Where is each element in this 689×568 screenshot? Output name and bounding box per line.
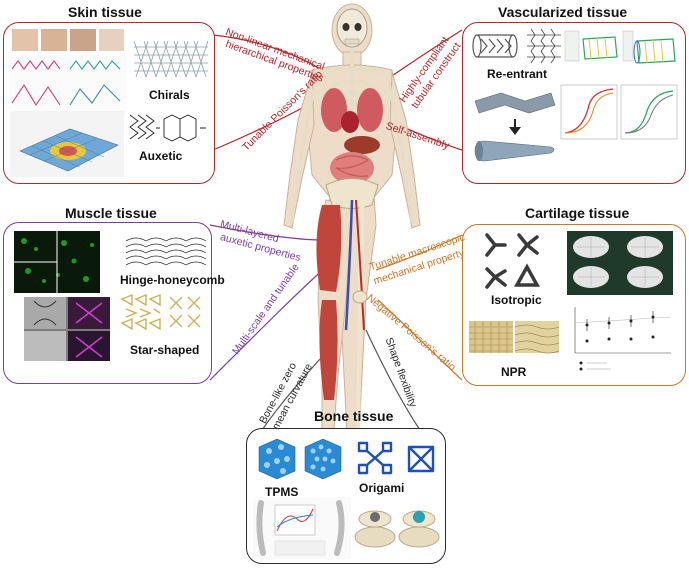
muscle-connector-line-2	[209, 267, 326, 381]
cartilage-connector-line-2	[377, 299, 463, 381]
hinge-honeycomb-label: Hinge-honeycomb	[120, 273, 225, 287]
bone-connector-line-2	[365, 329, 421, 431]
auxetic-lattice-icon	[129, 114, 206, 142]
re-entrant-tube-icon	[472, 34, 518, 58]
skin-title: Skin tissue	[68, 4, 142, 20]
vascular-strain-maps	[564, 30, 676, 64]
isotropic-lattice-icons	[485, 233, 540, 289]
muscle-connector-line	[209, 224, 323, 241]
re-entrant-label: Re-entrant	[487, 67, 548, 81]
muscle-fluorescence-images	[14, 231, 100, 293]
cartilage-panel: Isotropic	[462, 224, 686, 386]
bone-panel: TPMS Origami	[246, 428, 446, 564]
re-entrant-pattern-icon	[527, 28, 561, 64]
skin-heatmap	[10, 111, 124, 177]
bone-simulation-images	[253, 497, 351, 559]
cartilage-title: Cartilage tissue	[525, 205, 630, 221]
bone-vertebra-images	[354, 510, 440, 548]
hinge-honeycomb-icon	[125, 237, 207, 266]
star-shaped-lattice-icon	[120, 293, 161, 331]
vascular-curve-plot	[560, 84, 618, 140]
tpms-label: TPMS	[265, 485, 299, 499]
vascular-title: Vascularized tissue	[498, 4, 628, 20]
skin-mechanics-plots	[10, 55, 126, 115]
npr-lattice-icon	[469, 321, 513, 353]
npr-label: NPR	[501, 365, 527, 379]
cartilage-scaffold-photos	[567, 231, 673, 295]
muscle-title: Muscle tissue	[65, 205, 157, 221]
isotropic-label: Isotropic	[491, 293, 542, 307]
vascular-panel: Re-entrant	[462, 22, 686, 184]
skin-panel: Chirals Auxetic	[3, 22, 215, 184]
bone-title: Bone tissue	[314, 408, 394, 424]
muscle-sem-images	[24, 297, 110, 361]
chirals-label: Chirals	[149, 88, 190, 102]
vascular-curve-plot-2	[620, 84, 678, 140]
skin-photos	[12, 29, 124, 51]
origami-lattice-icons	[357, 441, 435, 475]
origami-label: Origami	[359, 481, 405, 495]
self-assembly-tube-icon	[474, 92, 556, 162]
star-shaped-lattice-icon-2	[169, 296, 201, 328]
npr-lattice-icon-2	[514, 321, 560, 354]
muscle-panel: Hinge-honeycomb Sta	[3, 222, 225, 384]
cartilage-poisson-plot	[567, 303, 673, 373]
auxetic-label: Auxetic	[139, 149, 183, 163]
tpms-lattice-icons	[258, 438, 342, 480]
chiral-lattice-icon	[133, 40, 209, 78]
star-shaped-label: Star-shaped	[130, 343, 200, 357]
cartilage-connector-line	[375, 234, 463, 271]
